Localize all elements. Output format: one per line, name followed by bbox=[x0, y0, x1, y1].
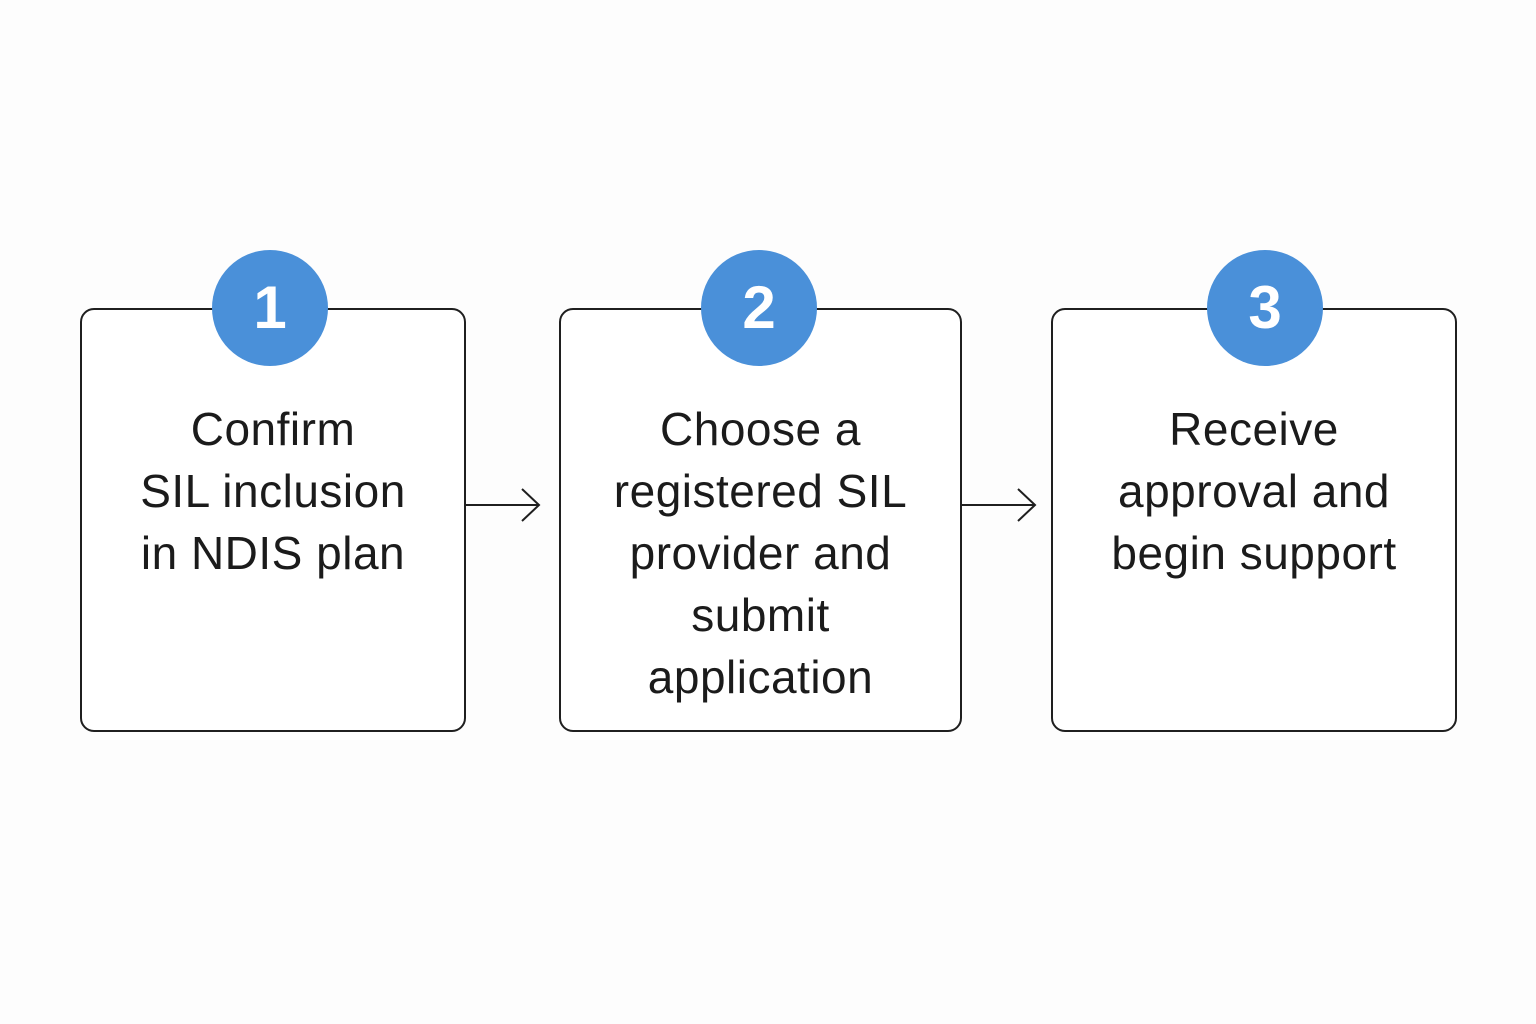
step-3-card: Receive approval and begin support bbox=[1051, 308, 1457, 732]
arrow-right-icon bbox=[962, 488, 1037, 522]
step-1-card: Confirm SIL inclusion in NDIS plan bbox=[80, 308, 466, 732]
step-3-number-badge: 3 bbox=[1207, 250, 1323, 366]
step-1-description: Confirm SIL inclusion in NDIS plan bbox=[140, 403, 406, 579]
step-3-description: Receive approval and begin support bbox=[1111, 403, 1397, 579]
arrow-right-icon bbox=[466, 488, 541, 522]
step-2-card: Choose a registered SIL provider and sub… bbox=[559, 308, 962, 732]
step-2-description: Choose a registered SIL provider and sub… bbox=[613, 403, 908, 703]
step-2-number-badge: 2 bbox=[701, 250, 817, 366]
step-1-number-badge: 1 bbox=[212, 250, 328, 366]
